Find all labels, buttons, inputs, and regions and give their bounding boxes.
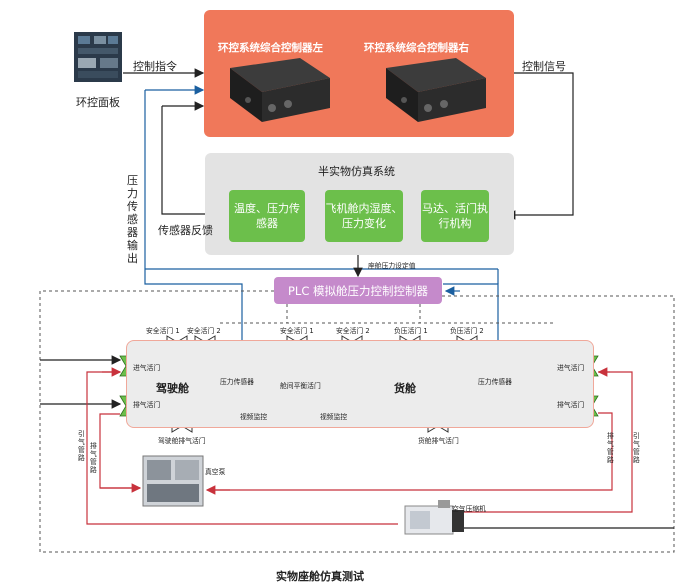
pressure-sensor-right-label: 压力传感器 xyxy=(478,378,512,386)
video-monitor-right-label: 视频监控 xyxy=(320,413,348,421)
exhaust-pipe-label-left: 排气管路 xyxy=(90,442,97,474)
controller-left-device xyxy=(230,58,330,122)
air-compressor-label: 空气压缩机 xyxy=(452,505,486,513)
control-signal-label: 控制信号 xyxy=(522,60,566,73)
neg-pressure-valve-1-label: 负压活门 1 xyxy=(394,327,428,335)
cargo-exhaust-valve-label: 货舱排气活门 xyxy=(418,437,459,445)
panel-image xyxy=(74,32,122,82)
actuator-box: 马达、活门执行机构 xyxy=(421,190,489,242)
sensor-feedback-label: 传感器反馈 xyxy=(158,224,213,237)
intake-pipe-label-left: 引气管路 xyxy=(78,430,85,462)
panel-label: 环控面板 xyxy=(76,96,120,109)
semi-system-title: 半实物仿真系统 xyxy=(318,165,395,178)
safety-valve-1-cargo-label: 安全活门 1 xyxy=(280,327,314,335)
neg-pressure-valve-2-label: 负压活门 2 xyxy=(450,327,484,335)
cabin-rig xyxy=(126,340,594,428)
vacuum-pump-label: 真空泵 xyxy=(205,468,226,476)
control-command-label: 控制指令 xyxy=(133,60,177,73)
cabin-setpoint-label: 座舱压力设定值 xyxy=(368,262,416,270)
intake-pipe-label-right: 引气管路 xyxy=(633,432,640,464)
controller-right-label: 环控系统综合控制器右 xyxy=(364,42,469,54)
balance-valve-label: 舱间平衡活门 xyxy=(280,382,321,390)
cockpit-inlet-valve-label: 进气活门 xyxy=(133,364,161,372)
cockpit-exhaust-valve-label: 驾驶舱排气活门 xyxy=(158,437,206,445)
controller-left-label: 环控系统综合控制器左 xyxy=(218,42,323,54)
safety-valve-2-cargo-label: 安全活门 2 xyxy=(336,327,370,335)
plc-controller: PLC 模拟舱压力控制控制器 xyxy=(274,277,442,304)
air-compressor-image xyxy=(404,500,464,535)
cockpit-exhaust-valve-side-label: 排气活门 xyxy=(133,401,161,409)
cargo-inlet-valve-label: 进气活门 xyxy=(557,364,585,372)
figure-caption: 实物座舱仿真测试 xyxy=(276,570,364,583)
controller-right-device xyxy=(386,58,486,122)
exhaust-pipe-label-right: 排气管路 xyxy=(607,432,614,464)
video-monitor-left-label: 视频监控 xyxy=(240,413,268,421)
pressure-sensor-left-label: 压力传感器 xyxy=(220,378,254,386)
vacuum-pump-image xyxy=(142,455,204,507)
cockpit-label: 驾驶舱 xyxy=(156,382,189,395)
pressure-sensor-output-label: 压力传感器输出 xyxy=(127,174,138,265)
cargo-label: 货舱 xyxy=(394,382,416,395)
safety-valve-1-cockpit-label: 安全活门 1 xyxy=(146,327,180,335)
cargo-exhaust-valve-side-label: 排气活门 xyxy=(557,401,585,409)
safety-valve-2-cockpit-label: 安全活门 2 xyxy=(187,327,221,335)
cabin-change-box: 飞机舱内湿度、压力变化 xyxy=(325,190,403,242)
sensor-box: 温度、压力传感器 xyxy=(229,190,305,242)
